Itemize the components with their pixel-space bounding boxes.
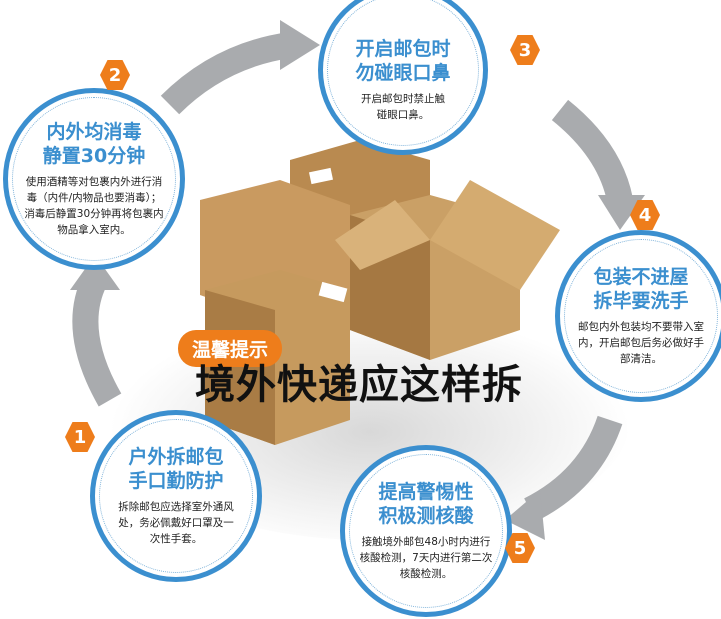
step-1-badge: 1: [65, 422, 95, 452]
step-4-text: 邮包内外包装均不要带入室内，开启邮包后务必做好手部清洁。: [578, 321, 704, 365]
step-1-circle: 户外拆邮包手口勤防护 拆除邮包应选择室外通风处，务必佩戴好口罩及一次性手套。: [90, 410, 262, 582]
step-1-text: 拆除邮包应选择室外通风处，务必佩戴好口罩及一次性手套。: [118, 501, 234, 545]
step-1-heading: 户外拆邮包手口勤防护: [128, 446, 224, 492]
step-3-text: 开启邮包时禁止触碰眼口鼻。: [361, 93, 445, 121]
step-4-heading: 包装不进屋拆毕要洗手: [593, 266, 689, 312]
step-3-heading: 开启邮包时勿碰眼口鼻: [355, 38, 451, 84]
step-5-circle: 提高警惕性积极测核酸 接触境外邮包48小时内进行核酸检测，7天内进行第二次核酸检…: [340, 445, 512, 617]
step-4-circle: 包装不进屋拆毕要洗手 邮包内外包装均不要带入室内，开启邮包后务必做好手部清洁。: [555, 230, 721, 402]
step-2-badge: 2: [100, 60, 130, 90]
step-2-text: 使用酒精等对包裹内外进行消毒（内件/内物品也要消毒）；消毒后静置30分钟再将包裹…: [24, 176, 164, 236]
step-4-badge: 4: [630, 200, 660, 230]
main-title: 境外快递应这样拆: [195, 362, 523, 408]
tip-badge: 温馨提示: [178, 330, 283, 367]
step-2-circle: 内外均消毒静置30分钟 使用酒精等对包裹内外进行消毒（内件/内物品也要消毒）；消…: [3, 88, 185, 270]
step-5-badge: 5: [505, 533, 535, 563]
step-2-heading: 内外均消毒静置30分钟: [42, 121, 146, 167]
step-5-text: 接触境外邮包48小时内进行核酸检测，7天内进行第二次核酸检测。: [359, 536, 493, 580]
step-5-heading: 提高警惕性积极测核酸: [378, 481, 474, 527]
step-3-badge: 3: [510, 35, 540, 65]
cardboard-boxes: [200, 140, 560, 445]
step-3-circle: 开启邮包时勿碰眼口鼻 开启邮包时禁止触碰眼口鼻。: [318, 0, 488, 155]
cycle-arrows: [72, 32, 633, 522]
